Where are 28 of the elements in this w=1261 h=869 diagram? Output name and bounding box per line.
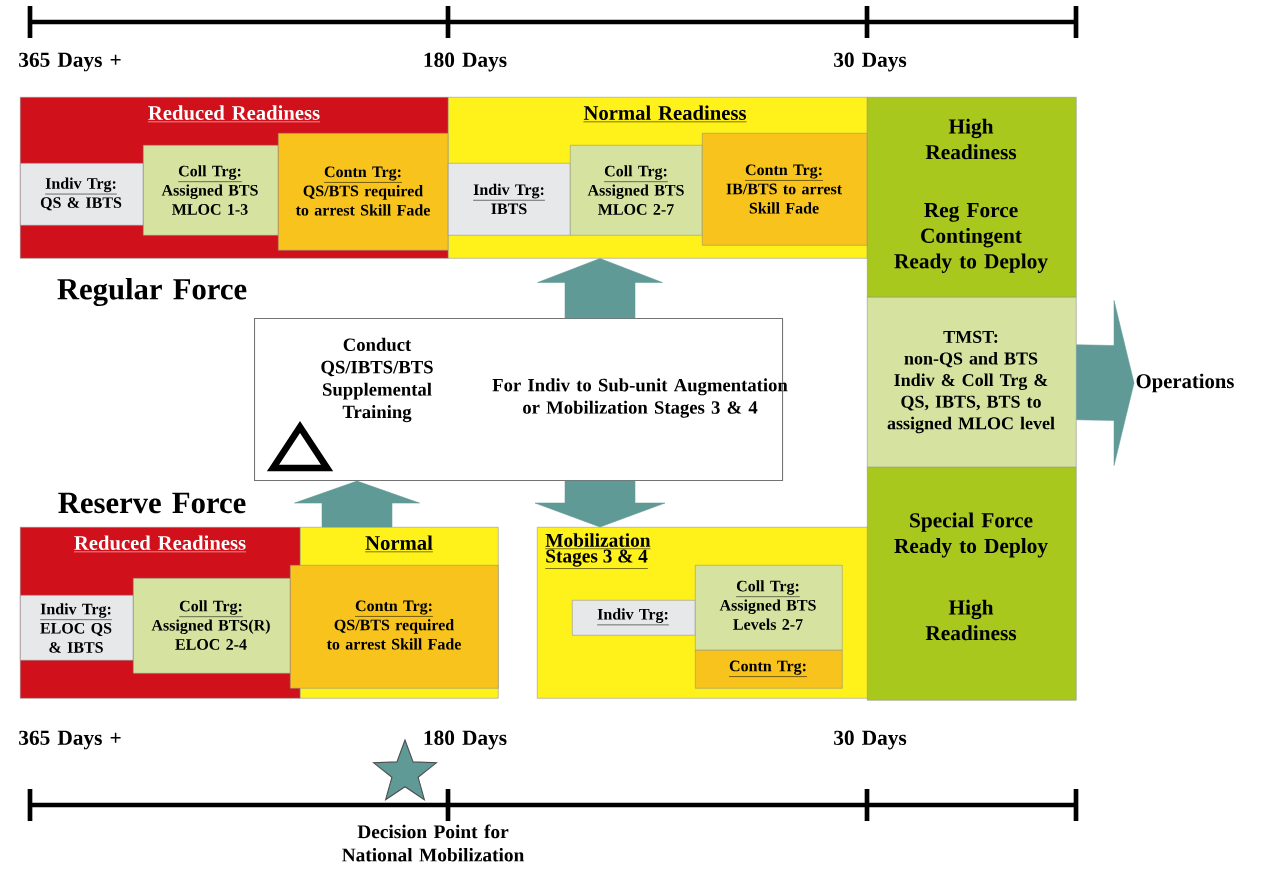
training-box: Coll Trg: Assigned BTS(R) ELOC 2-4	[133, 578, 291, 674]
training-box: Coll Trg: Assigned BTS Levels 2-7	[695, 565, 843, 651]
label: 180 Days	[424, 730, 507, 750]
training-box: Contn Trg: IB/BTS to arrest Skill Fade	[702, 133, 868, 246]
training-box: Indiv Trg: ELOC QS & IBTS	[20, 595, 134, 661]
label: 365 Days +	[19, 52, 121, 72]
block-arrow	[537, 258, 663, 319]
training-box: Contn Trg:	[695, 650, 843, 689]
label: 30 Days	[834, 730, 907, 750]
readiness-box: High Readiness Reg Force Contingent Ready to Deploy	[867, 97, 1077, 298]
label: 365 Days +	[19, 730, 121, 750]
label: 180 Days	[424, 52, 507, 72]
label: Decision Point for National Mobilization	[342, 824, 524, 862]
label: Regular Force	[57, 278, 247, 307]
training-box: Indiv Trg: QS & IBTS	[20, 163, 144, 226]
training-box: Contn Trg: QS/BTS required to arrest Skill Fade	[278, 133, 449, 251]
label: 30 Days	[834, 52, 907, 72]
label: Reserve Force	[58, 492, 246, 514]
operations-label: Operations	[1136, 373, 1234, 393]
block-arrow	[294, 480, 420, 528]
readiness-box: Special Force Ready to Deploy High Readiness	[867, 467, 1077, 701]
training-box: Coll Trg: Assigned BTS MLOC 1-3	[143, 145, 279, 236]
augmentation-box: Conduct QS/IBTS/BTS Supplemental Training For Indiv to Sub-unit Augmentation or Mobilization Stages 3 & 4	[254, 318, 788, 482]
training-box: Coll Trg: Assigned BTS MLOC 2-7	[570, 145, 703, 236]
training-box: TMST: non-QS and BTS Indiv & Coll Trg & QS, IBTS, BTS to assigned MLOC level	[867, 297, 1077, 468]
training-box: Indiv Trg:	[572, 600, 696, 636]
training-box: Indiv Trg: IBTS	[448, 163, 571, 236]
block-arrow	[534, 480, 666, 528]
